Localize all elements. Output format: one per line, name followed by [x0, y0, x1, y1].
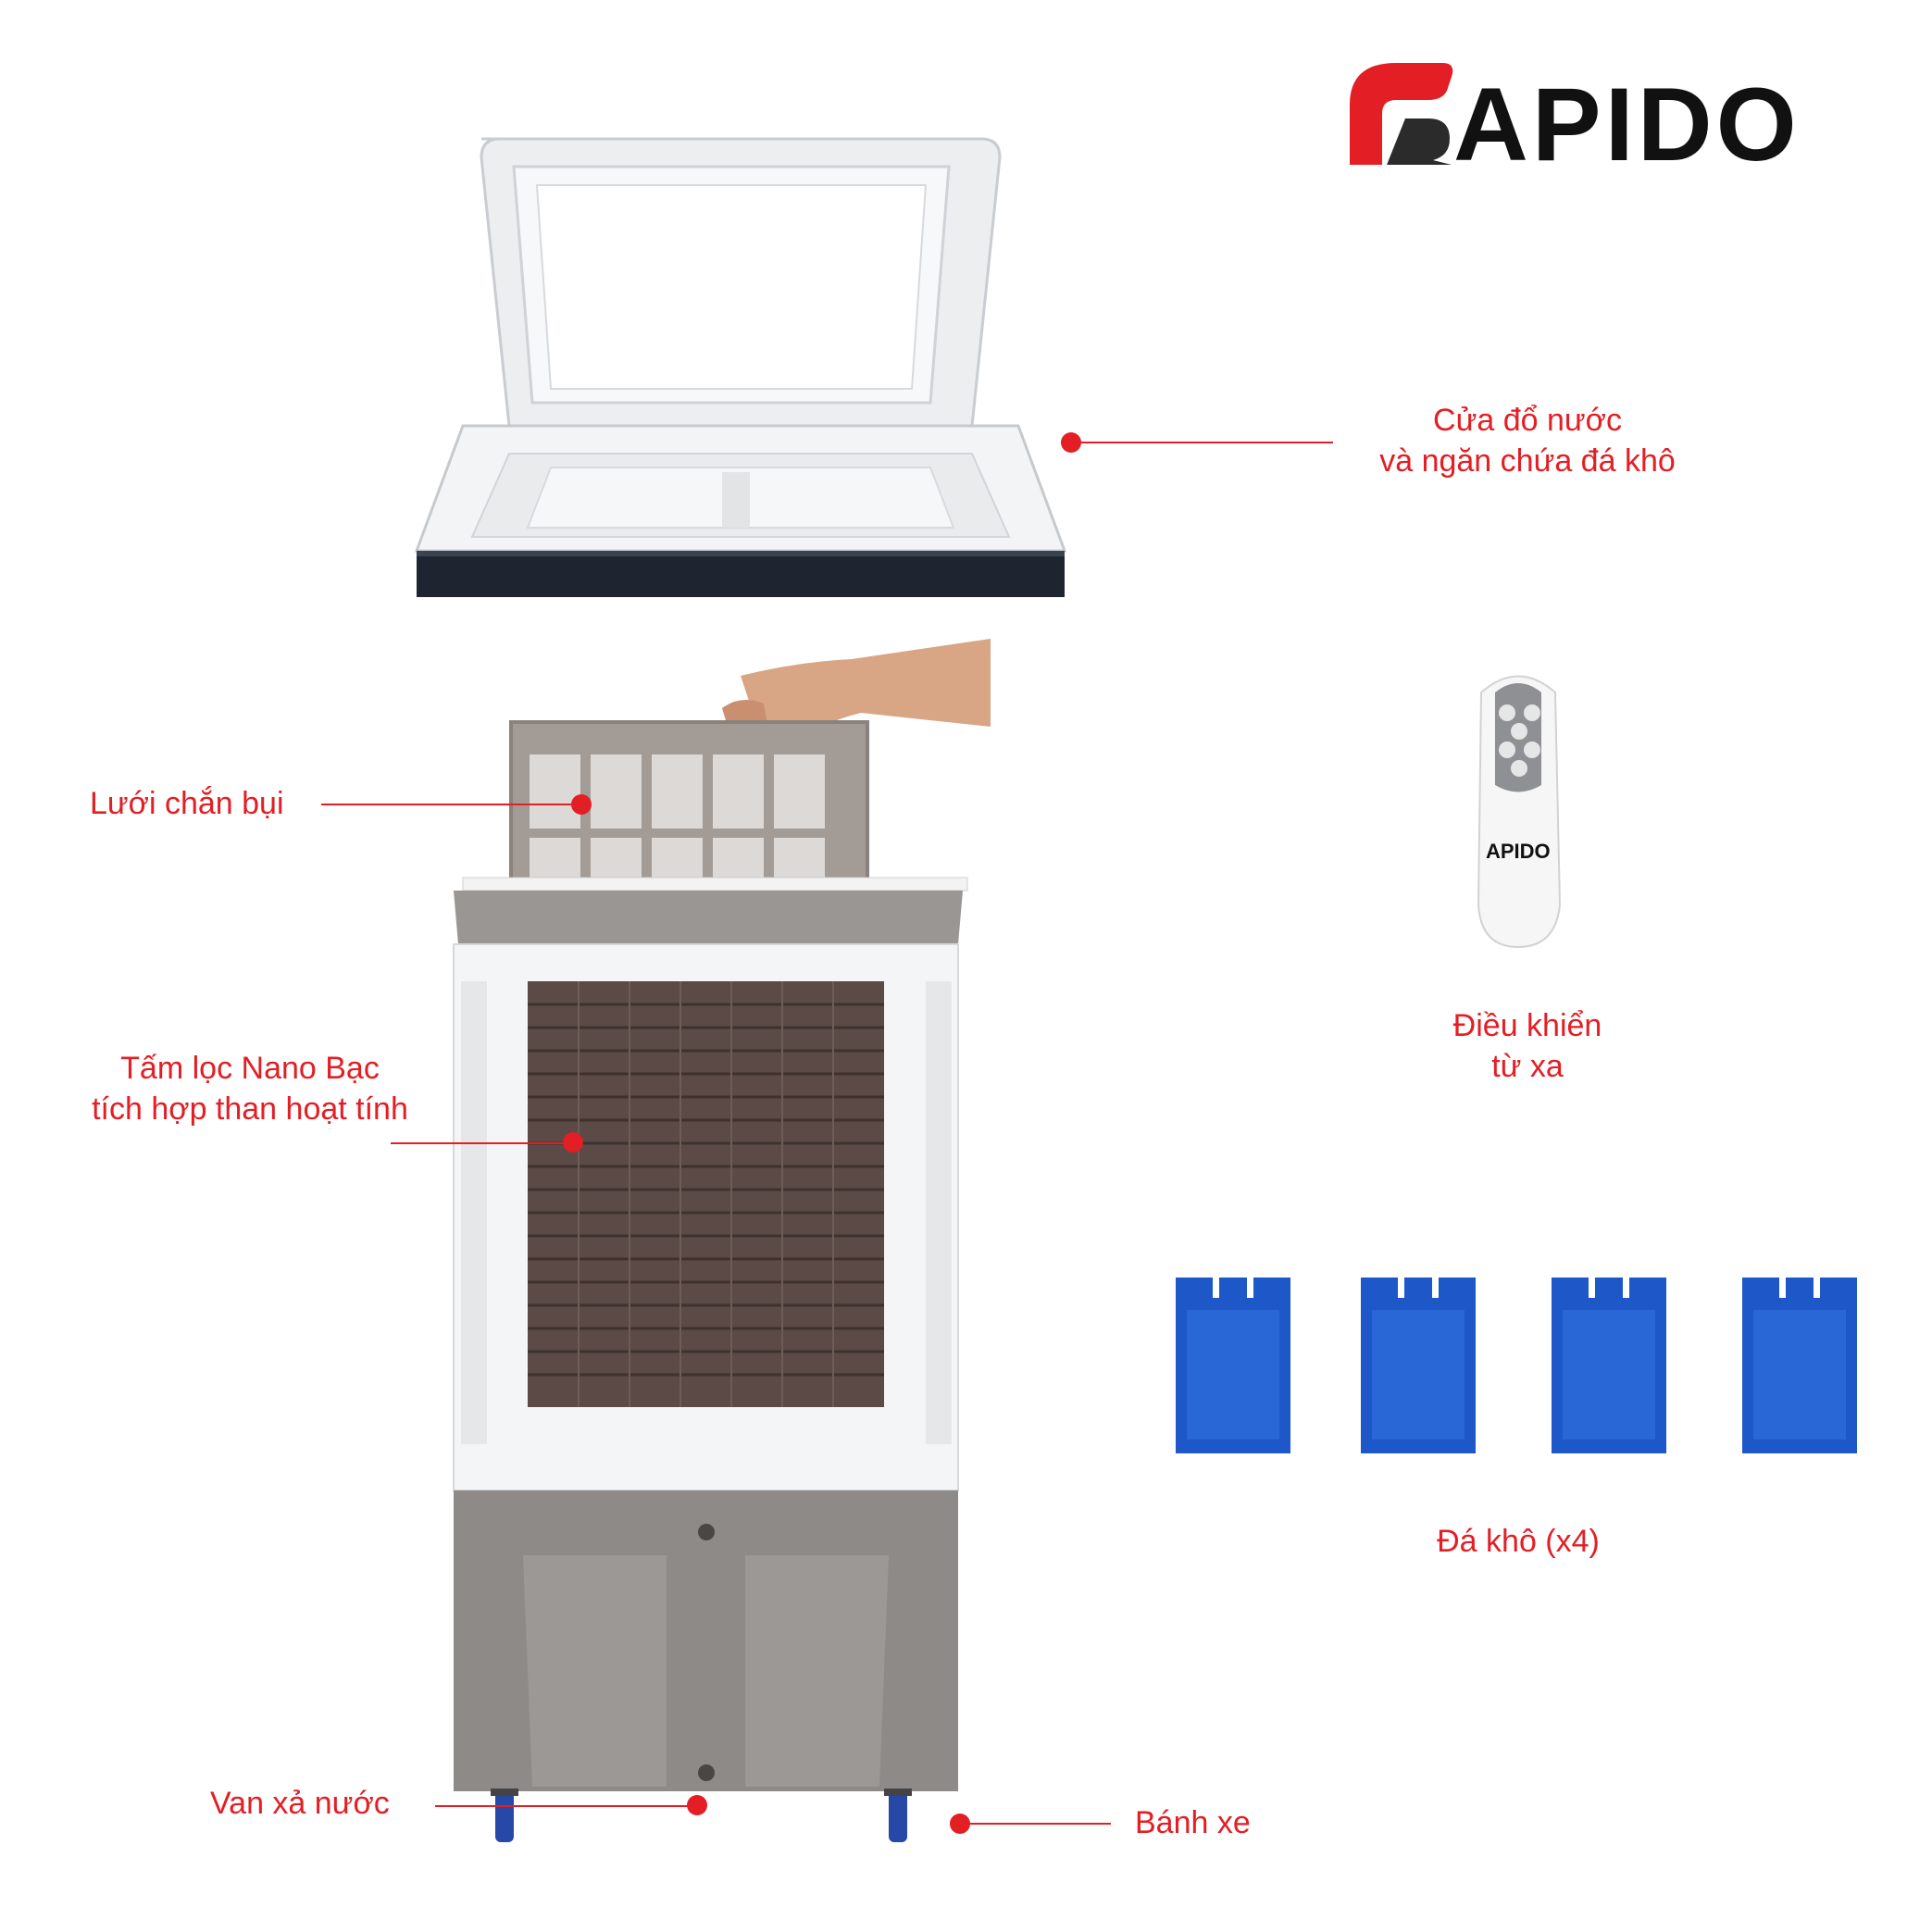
lid-label-line1: Cửa đổ nước	[1433, 403, 1622, 438]
ice-pack-1	[1176, 1278, 1290, 1453]
air-cooler-image	[453, 639, 991, 1842]
ice-pack-2	[1361, 1278, 1476, 1453]
dust-filter-leader-line	[321, 804, 580, 805]
ice-pack-4	[1742, 1278, 1857, 1453]
remote-label-line2: từ xa	[1491, 1049, 1564, 1084]
logo-text: APIDO	[1453, 67, 1801, 182]
wheels-label: Bánh xe	[1135, 1805, 1251, 1840]
lid-label: Cửa đổ nước và ngăn chứa đá khô	[1333, 400, 1722, 481]
logo-r-mark-icon	[1350, 63, 1453, 165]
ice-pack-3	[1552, 1278, 1666, 1453]
nano-filter-label-line2: tích hợp than hoạt tính	[92, 1091, 408, 1127]
ice-packs-label: Đá khô (x4)	[1437, 1524, 1600, 1559]
remote-logo-text: APIDO	[1486, 840, 1551, 863]
open-lid-image	[414, 137, 1067, 597]
lid-leader-line	[1074, 442, 1333, 443]
lid-pointer-dot	[1061, 432, 1081, 453]
drain-valve-leader-line	[435, 1805, 704, 1807]
drain-valve-pointer-dot	[687, 1795, 707, 1815]
dust-filter-pointer-dot	[571, 794, 592, 815]
nano-filter-leader-line	[391, 1142, 580, 1144]
remote-label: Điều khiển từ xa	[1333, 1005, 1722, 1087]
remote-control-image	[1477, 675, 1562, 949]
wheels-pointer-dot	[950, 1814, 970, 1834]
wheels-leader-line	[963, 1823, 1111, 1825]
nano-filter-pointer-dot	[563, 1132, 583, 1153]
lid-label-line2: và ngăn chứa đá khô	[1379, 443, 1676, 479]
nano-filter-label: Tấm lọc Nano Bạc tích hợp than hoạt tính	[46, 1048, 454, 1129]
drain-valve-label: Van xả nước	[210, 1786, 390, 1821]
remote-label-line1: Điều khiển	[1452, 1008, 1602, 1043]
dust-filter-label: Lưới chắn bụi	[90, 786, 284, 821]
nano-filter-label-line1: Tấm lọc Nano Bạc	[120, 1051, 380, 1086]
